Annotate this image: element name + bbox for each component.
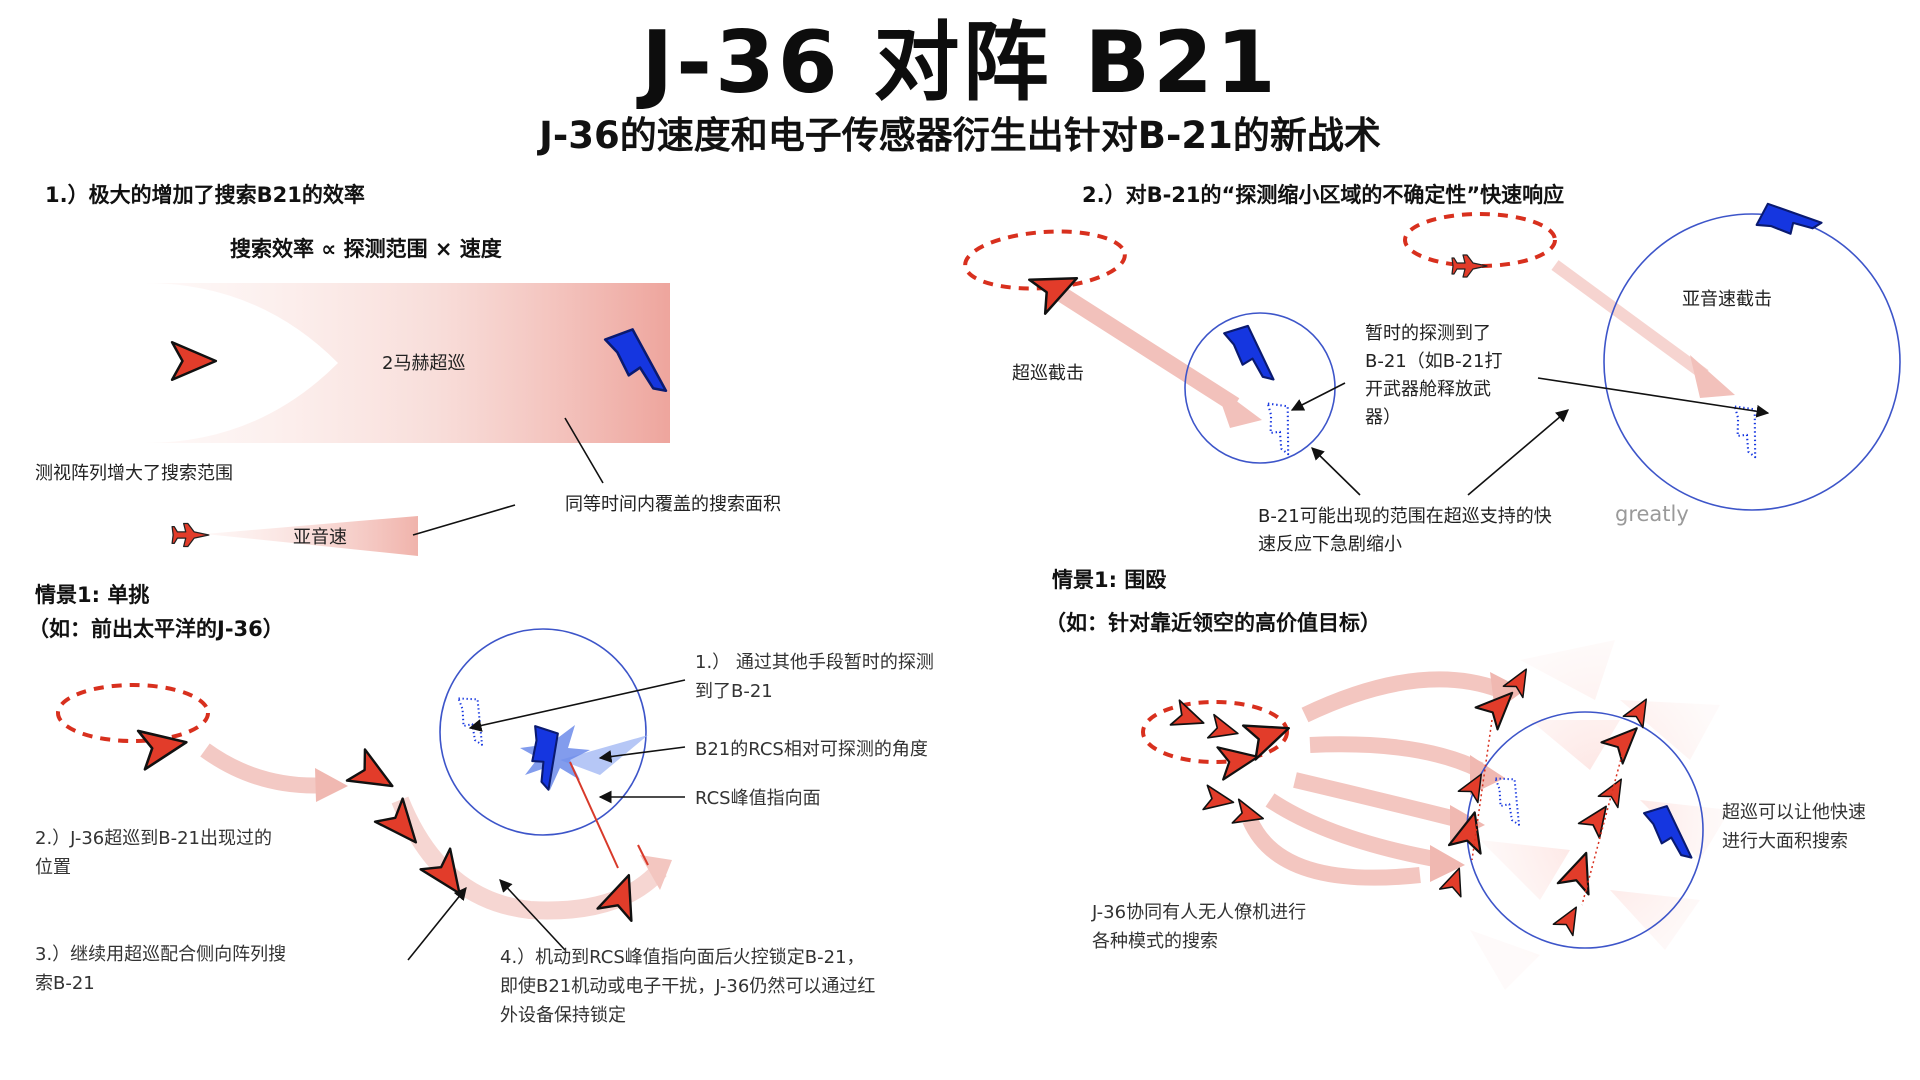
detection-circle-scenario-left (439, 628, 647, 836)
rcs-starburst (520, 725, 590, 790)
note-cooperative-search: J-36协同有人无人僚机进行 各种模式的搜索 (1092, 902, 1307, 952)
patrol-loop-left-2 (56, 683, 210, 743)
area-pointer-line-1 (564, 417, 604, 484)
mach2-search-swath (145, 283, 670, 443)
note-fast-search: 超巡可以让他快速 进行大面积搜索 (1722, 802, 1866, 852)
subsonic-intercept-arrow (1551, 260, 1709, 380)
range-label: 测视阵列增大了搜索范围 (35, 463, 233, 484)
area-label: 同等时间内覆盖的搜索面积 (565, 494, 781, 515)
scenario-left-subheading: （如：前出太平洋的J-36） (28, 617, 284, 641)
j36-fighter-icon-4 (345, 748, 403, 803)
scenario-right-subheading: （如：针对靠近领空的高价值目标） (1045, 611, 1381, 635)
subsonic-label: 亚音速 (293, 527, 347, 548)
note-rcs-peak: RCS峰值指向面 (695, 788, 821, 809)
note-supercruise-position: 2.）J-36超巡到B-21出现过的 位置 (35, 828, 272, 878)
section1-formula: 搜索效率 ∝ 探测范围 × 速度 (230, 237, 502, 261)
scenario-left-heading: 情景1: 单挑 (35, 583, 150, 607)
subsonic-search-swath (205, 516, 418, 556)
wingman-search-cones (1470, 640, 1730, 990)
stray-text: greatly (1615, 502, 1689, 526)
temp-detect-note: 暂时的探测到了 B-21（如B-21打 开武器舱释放武 器） (1365, 323, 1503, 428)
supercruise-intercept-arrow (1050, 283, 1240, 412)
rcs-peak-line (569, 761, 619, 869)
mach2-label: 2马赫超巡 (382, 353, 466, 374)
b21-ghost-icon-2 (1719, 401, 1772, 459)
patrol-loop-swarm (1141, 700, 1289, 764)
area-pointer-line-2 (412, 504, 516, 536)
scenario-right-heading: 情景1: 围殴 (1052, 568, 1167, 592)
subsonic-jet-icon-2 (1451, 254, 1488, 278)
b21-ghost-icon-3 (447, 693, 495, 746)
b21-bomber-icon-3 (1751, 187, 1823, 258)
note-temp-detect: 1.） 通过其他手段暂时的探测 到了B-21 (695, 652, 934, 702)
section2-heading: 2.）对B-21的“探测缩小区域的不确定性”快速响应 (1082, 183, 1565, 207)
section1-heading: 1.）极大的增加了搜索B21的效率 (45, 183, 365, 207)
patrol-loop-left (963, 229, 1127, 291)
j36-fighter-icon-3 (136, 721, 192, 771)
detection-circle-large (1603, 213, 1901, 511)
note-rcs-angle: B21的RCS相对可探测的角度 (695, 739, 928, 760)
subsonic-intercept-label: 亚音速截击 (1682, 289, 1772, 310)
page-subtitle: J-36的速度和电子传感器衍生出针对B-21的新战术 (539, 114, 1381, 157)
note-side-array-search: 3.）继续用超巡配合侧向阵列搜 索B-21 (35, 944, 287, 994)
supercruise-intercept-label: 超巡截击 (1012, 363, 1084, 384)
b21-bomber-icon-2 (1222, 323, 1275, 385)
subsonic-jet-icon (171, 522, 210, 548)
patrol-loop-right (1403, 212, 1557, 268)
supercruise-path-arrow (200, 743, 331, 794)
note-fire-control-lock: 4.）机动到RCS峰值指向面后火控锁定B-21， 即使B21机动或电子干扰，J-… (500, 947, 876, 1026)
range-shrink-note: B-21可能出现的范围在超巡支持的快 速反应下急剧缩小 (1258, 506, 1552, 555)
j36-fighter-icon (170, 340, 218, 382)
page-title: J-36 对阵 B21 (641, 13, 1279, 113)
